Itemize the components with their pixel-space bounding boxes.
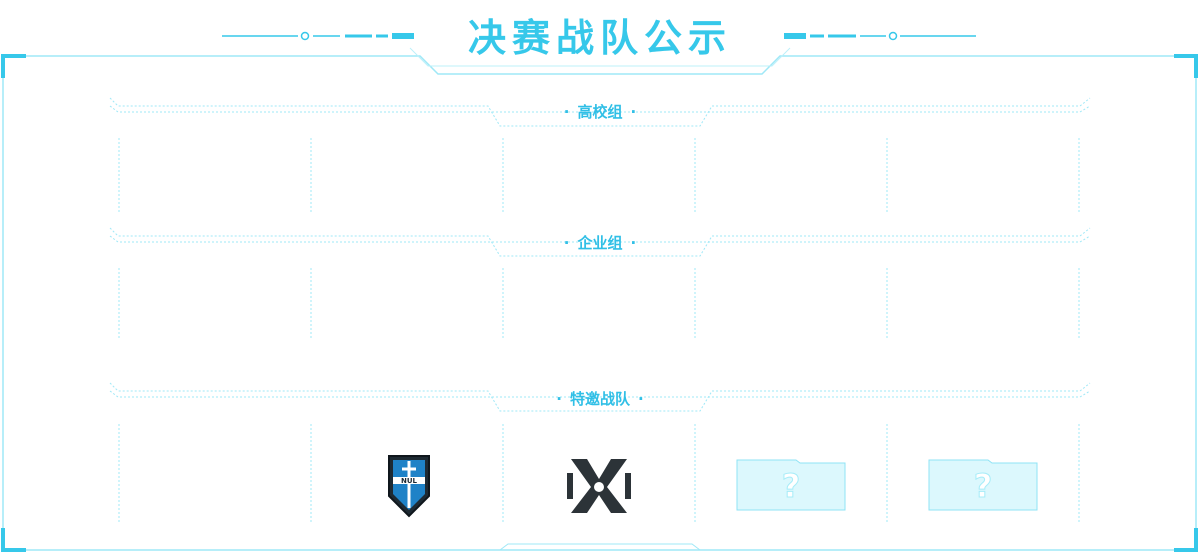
section-label-text: 企业组	[577, 234, 623, 252]
grid-lines	[109, 97, 1091, 522]
header-tab-outline	[409, 47, 791, 67]
section-divider	[109, 97, 1091, 127]
nul-shield-logo-icon[interactable]: NUL	[385, 452, 433, 520]
header-decoration-right	[784, 31, 976, 41]
x-mark-team-logo-icon[interactable]	[565, 457, 633, 515]
question-mark-icon[interactable]: ?	[928, 459, 1038, 511]
question-mark-icon[interactable]: ?	[736, 459, 846, 511]
section-divider	[109, 227, 1091, 257]
section-label-text: 高校组	[577, 103, 623, 121]
header-decoration-left	[222, 31, 414, 41]
section-label-universities: ·高校组·	[563, 103, 637, 121]
svg-text:?: ?	[782, 467, 801, 505]
section-divider-inner	[109, 235, 1091, 243]
section-label-enterprises: ·企业组·	[563, 234, 637, 252]
frame-corner-accents	[1, 54, 1198, 552]
svg-text:NUL: NUL	[401, 477, 418, 485]
bottom-notch	[499, 543, 701, 551]
section-divider-inner	[109, 105, 1091, 113]
section-divider-inner	[109, 390, 1091, 398]
page-title: 决赛战队公示	[467, 16, 732, 60]
section-label-invited-teams: ·特邀战队·	[556, 390, 644, 408]
svg-text:?: ?	[974, 467, 993, 505]
section-divider	[109, 382, 1091, 412]
frame-border	[2, 55, 1197, 551]
section-label-text: 特邀战队	[569, 390, 630, 408]
